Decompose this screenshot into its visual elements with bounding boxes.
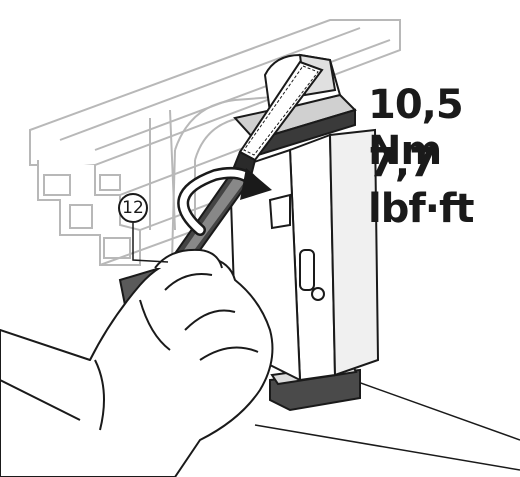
- torque-value-metric: 10,5 Nm: [368, 82, 464, 174]
- rotation-arrow: [177, 167, 272, 236]
- callout-number: 12: [118, 193, 148, 223]
- callout-leader: [132, 223, 169, 263]
- torque-value-imperial: 7,7 lbf·ft: [368, 140, 474, 232]
- hand: [0, 248, 274, 477]
